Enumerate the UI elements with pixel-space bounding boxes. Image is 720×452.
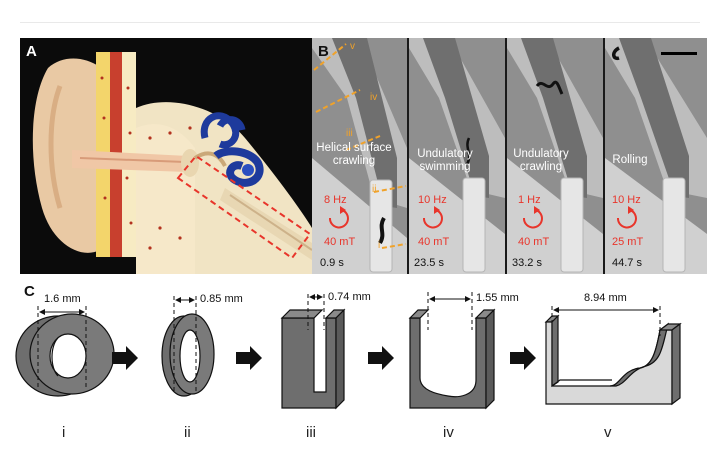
- region-markers: [313, 43, 407, 249]
- region-marker-i: i: [378, 240, 381, 251]
- panel-label-c: C: [24, 283, 35, 300]
- frame-undulatory-crawling: [507, 38, 603, 274]
- section-shape-iv: [408, 308, 496, 410]
- scale-bar: [661, 52, 697, 55]
- section-shape-v: [544, 314, 682, 406]
- frame-helical-crawling: [312, 38, 407, 274]
- rotation-arrow-icon: [522, 209, 543, 229]
- section-label-v: v: [604, 424, 612, 441]
- ear-model-drawing: [32, 52, 312, 274]
- mode-field: 40 mT: [418, 236, 450, 248]
- ear-model-photo: [20, 38, 312, 274]
- mode-frequency: 10 Hz: [418, 194, 447, 206]
- section-label-i: i: [62, 424, 66, 441]
- mode-time: 23.5 s: [414, 257, 444, 269]
- section-label-iii: iii: [306, 424, 316, 441]
- panel-label-b: B: [318, 43, 329, 60]
- mode-frequency: 1 Hz: [518, 194, 541, 206]
- section-shape-ii: [161, 313, 215, 397]
- mode-frequency: 8 Hz: [324, 194, 347, 206]
- section-label-ii: ii: [184, 424, 191, 441]
- rotation-arrow-icon: [422, 209, 443, 229]
- mode-name: Undulatory swimming: [417, 148, 473, 173]
- section-label-iv: iv: [443, 424, 454, 441]
- mode-time: 44.7 s: [612, 257, 642, 269]
- panel-label-a: A: [26, 43, 37, 60]
- dimension-label: 8.94 mm: [584, 292, 627, 304]
- frame-rolling: [605, 38, 707, 274]
- locomotion-frames: v iv iii ii i Helical surface crawling U…: [312, 38, 707, 274]
- mode-frequency: 10 Hz: [612, 194, 641, 206]
- mode-name: Undulatory crawling: [513, 148, 569, 173]
- dimension-label: 0.74 mm: [328, 291, 371, 303]
- frame-undulatory-swimming: [409, 38, 505, 274]
- top-divider: [20, 22, 700, 23]
- mode-field: 40 mT: [518, 236, 550, 248]
- mode-time: 33.2 s: [512, 257, 542, 269]
- dimension-label: 0.85 mm: [200, 293, 243, 305]
- region-marker-iii: iii: [346, 128, 353, 139]
- region-marker-iv: iv: [370, 92, 378, 103]
- dimension-label: 1.55 mm: [476, 292, 519, 304]
- rotation-icons: [328, 206, 637, 229]
- rotation-arrow-icon: [328, 209, 349, 229]
- section-shape-i: [15, 313, 115, 397]
- section-shape-iii: [280, 308, 346, 410]
- mode-field: 25 mT: [612, 236, 644, 248]
- rotation-arrow-icon: [616, 209, 637, 229]
- mode-time: 0.9 s: [320, 257, 344, 269]
- mode-name: Helical surface crawling: [316, 142, 392, 167]
- region-marker-ii: ii: [372, 184, 377, 195]
- mode-field: 40 mT: [324, 236, 356, 248]
- dimension-label: 1.6 mm: [44, 293, 81, 305]
- region-marker-v: v: [350, 41, 355, 52]
- mode-name: Rolling: [612, 154, 648, 166]
